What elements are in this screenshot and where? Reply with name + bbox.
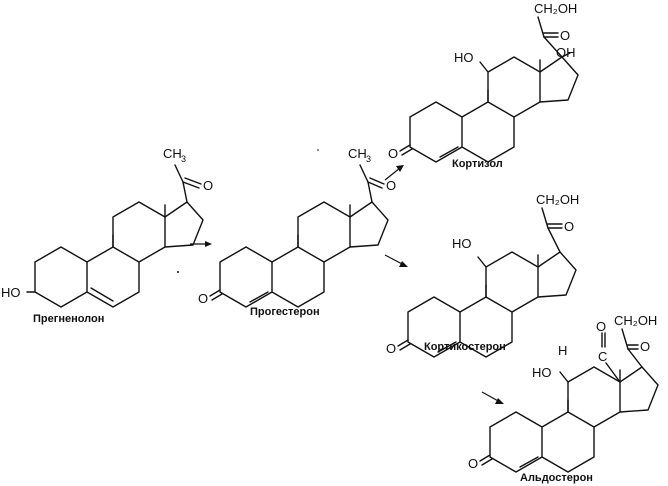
arrow-progesterone-to-corticosterone: [384, 254, 408, 267]
compound-aldosterone: O HO C O H O CH₂OH: [468, 313, 659, 473]
ring-ketone-label: O: [468, 456, 478, 471]
compound-cortisol: O HO OH O CH₂OH: [388, 1, 579, 163]
methyl-subscript: 3: [366, 154, 371, 164]
hydroxyl-17-label: OH: [556, 45, 576, 60]
carbonyl-label: O: [386, 178, 396, 193]
arrow-progesterone-to-cortisol: [384, 165, 404, 181]
arrow-pregnenolone-to-progesterone: [190, 241, 212, 247]
methyl-label: CH: [348, 146, 367, 161]
compound-name-progesterone: Прогестерон: [250, 306, 320, 318]
aldehyde-oxygen-label: O: [596, 319, 606, 334]
hydroxyl-label: HO: [454, 50, 474, 65]
hydroxyl-label: HO: [452, 236, 472, 251]
hydroxyl-label: HO: [1, 285, 21, 300]
ring-ketone-label: O: [386, 341, 396, 356]
aldehyde-hydrogen-label: H: [558, 343, 567, 358]
methyl-subscript: 3: [181, 154, 186, 164]
hydroxymethyl-label: CH₂OH: [536, 192, 579, 207]
compound-name-cortisol: Кортизол: [452, 158, 503, 170]
arrow-corticosterone-to-aldosterone: [481, 391, 504, 404]
carbonyl-label: O: [640, 339, 650, 354]
carbonyl-label: O: [203, 178, 213, 193]
compound-name-corticosterone: Кортикостерон: [424, 341, 506, 353]
compound-name-pregnenolone: Прегненолон: [33, 313, 104, 325]
compound-corticosterone: O HO O CH₂OH: [386, 192, 579, 358]
carbonyl-label: O: [560, 28, 570, 43]
hydroxymethyl-label: CH₂OH: [534, 1, 577, 16]
methyl-label: CH: [163, 146, 182, 161]
ring-ketone-label: O: [198, 291, 208, 306]
carbonyl-label: O: [564, 219, 574, 234]
compound-progesterone: O CH 3 O Прогестерон: [198, 146, 396, 318]
compound-name-aldosterone: Альдостерон: [520, 472, 593, 484]
aldehyde-carbon-label: C: [598, 349, 607, 364]
scan-dot: [317, 149, 319, 151]
hydroxyl-label: HO: [532, 365, 552, 380]
ring-ketone-label: O: [388, 146, 398, 161]
hydroxymethyl-label: CH₂OH: [614, 313, 657, 328]
compound-pregnenolone: HO CH 3 O Прегненолон: [1, 146, 213, 325]
scan-dot: [177, 271, 179, 273]
